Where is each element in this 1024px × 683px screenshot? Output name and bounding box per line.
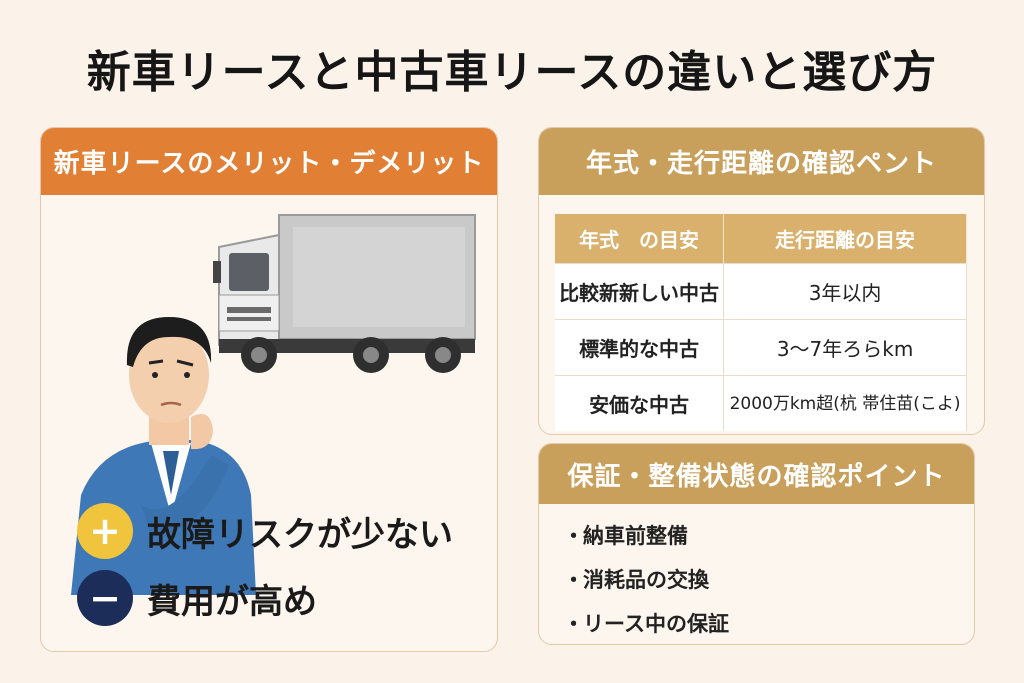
list-item: ・納車前整備 bbox=[563, 524, 688, 548]
businessman-icon bbox=[71, 317, 256, 595]
list-item: ・消耗品の交換 bbox=[563, 568, 709, 592]
businessman-truck-illustration bbox=[71, 214, 476, 595]
checkpoint-list: ・納車前整備 ・消耗品の交換 ・リース中の保証 bbox=[539, 504, 974, 644]
year-mileage-table: 年式 の目安 走行距離の目安 比較新新しい中古 3年以内 標準的な中古 3〜7年… bbox=[555, 214, 967, 431]
table-cell-value: 3年以内 bbox=[723, 263, 967, 320]
truck-icon bbox=[213, 214, 476, 373]
table-cell-category: 安価な中古 bbox=[555, 375, 725, 431]
minus-icon: − bbox=[77, 570, 133, 626]
table-row: 標準的な中古 3〜7年ろらkm bbox=[555, 319, 967, 376]
table-cell-value: 3〜7年ろらkm bbox=[723, 319, 967, 376]
plus-icon: + bbox=[77, 503, 133, 559]
demerit-row: − 費用が高め bbox=[77, 570, 317, 626]
page-title: 新車リースと中古車リースの違いと選び方 bbox=[86, 47, 938, 98]
table-header-mileage: 走行距離の目安 bbox=[723, 214, 967, 264]
demerit-text: 費用が高め bbox=[147, 581, 317, 622]
table-cell-category: 比較新新しい中古 bbox=[555, 263, 725, 320]
table-header-year: 年式 の目安 bbox=[555, 214, 725, 264]
warranty-maintenance-card: 保証・整備状態の確認ポイント ・納車前整備 ・消耗品の交換 ・リース中の保証 bbox=[538, 443, 975, 645]
table-cell-value: 2000万km超(杭 帯住苗(こよ) bbox=[723, 375, 967, 431]
table-cell-category: 標準的な中古 bbox=[555, 319, 725, 376]
new-car-lease-card: 新車リースのメリット・デメリット bbox=[40, 127, 498, 652]
new-car-lease-heading: 新車リースのメリット・デメリット bbox=[41, 128, 497, 195]
merit-row: + 故障リスクが少ない bbox=[77, 503, 453, 559]
table-row: 比較新新しい中古 3年以内 bbox=[555, 263, 967, 320]
merit-text: 故障リスクが少ない bbox=[147, 514, 453, 555]
year-mileage-card: 年式・走行距離の確認ペント 年式 の目安 走行距離の目安 比較新新しい中古 3年… bbox=[538, 127, 985, 435]
list-item: ・リース中の保証 bbox=[563, 612, 729, 636]
warranty-maintenance-heading: 保証・整備状態の確認ポイント bbox=[539, 444, 974, 504]
table-row: 安価な中古 2000万km超(杭 帯住苗(こよ) bbox=[555, 375, 967, 431]
year-mileage-heading: 年式・走行距離の確認ペント bbox=[539, 128, 984, 195]
